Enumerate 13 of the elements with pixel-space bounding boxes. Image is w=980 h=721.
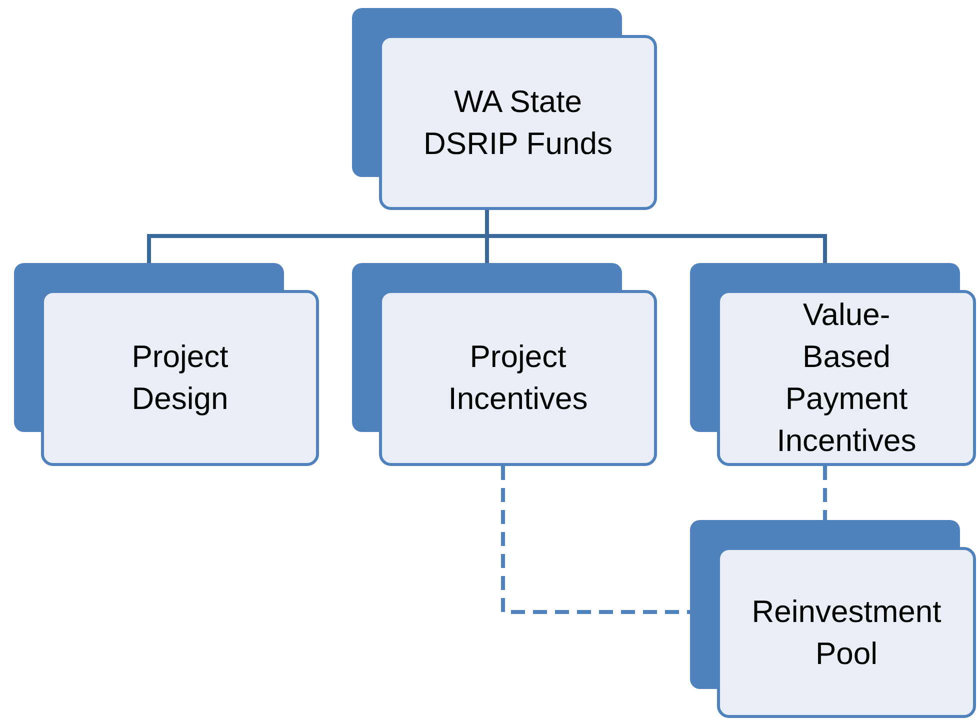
node-label: Project Design <box>130 338 230 418</box>
stacked-process-box <box>352 8 657 210</box>
stacked-process-box <box>352 263 657 466</box>
node-label: Project Incentives <box>447 338 589 418</box>
stacked-process-box <box>14 263 319 466</box>
stacked-process-box <box>690 263 976 466</box>
connector-line <box>485 210 827 263</box>
stacked-process-box <box>690 520 976 718</box>
node-label: Reinvestment Pool <box>752 592 942 672</box>
connector-line <box>823 466 827 520</box>
connector-line <box>501 466 690 614</box>
node-label: WA State DSRIP Funds <box>422 82 614 162</box>
node-label: Value-Based Payment Incentives <box>776 296 918 460</box>
